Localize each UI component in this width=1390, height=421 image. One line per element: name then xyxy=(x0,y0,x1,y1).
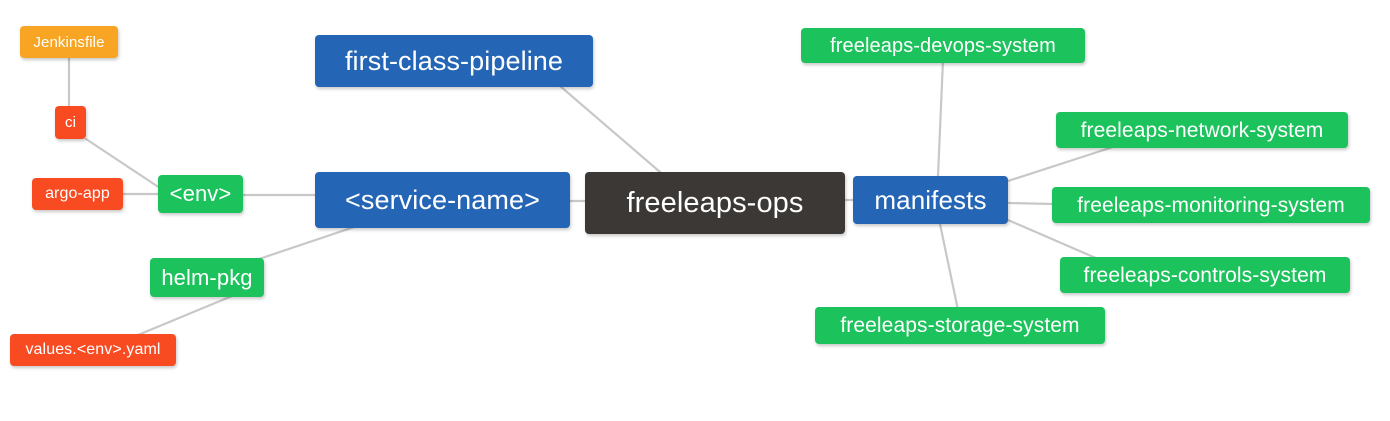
node-manifests[interactable]: manifests xyxy=(853,176,1008,224)
node-helm-pkg[interactable]: helm-pkg xyxy=(150,258,264,297)
node-argo-app[interactable]: argo-app xyxy=(32,178,123,210)
edge-manifests-monitoring xyxy=(1007,201,1054,206)
node-freeleaps-ops[interactable]: freeleaps-ops xyxy=(585,172,845,234)
node-values-env-yaml[interactable]: values.<env>.yaml xyxy=(10,334,176,366)
edge-manifests-network xyxy=(1006,145,1115,183)
node-first-class-pipeline[interactable]: first-class-pipeline xyxy=(315,35,593,87)
edge-values-helm-pkg xyxy=(136,294,234,337)
node-freeleaps-controls-system[interactable]: freeleaps-controls-system xyxy=(1060,257,1350,293)
edge-first-class-pipeline-root xyxy=(558,84,662,174)
node-freeleaps-monitoring-system[interactable]: freeleaps-monitoring-system xyxy=(1052,187,1370,223)
node-freeleaps-network-system[interactable]: freeleaps-network-system xyxy=(1056,112,1348,148)
node-service-name[interactable]: <service-name> xyxy=(315,172,570,228)
edge-manifests-storage xyxy=(938,222,960,312)
edge-manifests-devops xyxy=(936,58,945,178)
node-jenkinsfile[interactable]: Jenkinsfile xyxy=(20,26,118,58)
edge-manifests-controls xyxy=(1006,218,1107,264)
node-env[interactable]: <env> xyxy=(158,175,243,213)
node-ci[interactable]: ci xyxy=(55,106,86,139)
node-freeleaps-storage-system[interactable]: freeleaps-storage-system xyxy=(815,307,1105,344)
node-freeleaps-devops-system[interactable]: freeleaps-devops-system xyxy=(801,28,1085,63)
